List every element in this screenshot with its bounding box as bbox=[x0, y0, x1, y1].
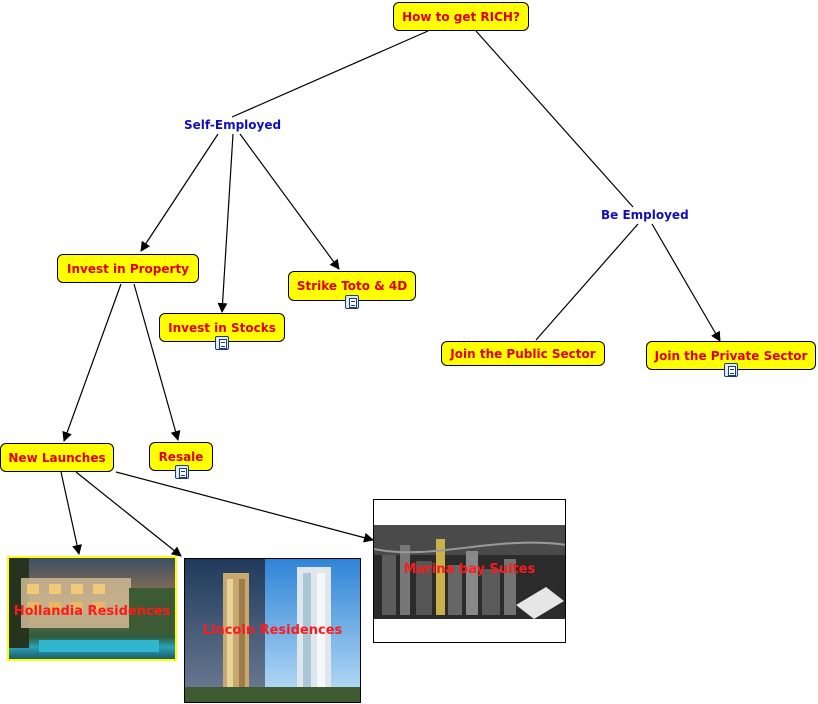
link-root-be-employed bbox=[475, 30, 634, 208]
invest-stocks-label: Invest in Stocks bbox=[168, 320, 276, 335]
link-new-launches-marina bbox=[115, 471, 374, 543]
link-be-private bbox=[651, 223, 721, 342]
link-new-launches-lincoln bbox=[75, 471, 182, 557]
private-sector-label: Join the Private Sector bbox=[654, 348, 808, 363]
link-self-toto bbox=[239, 133, 340, 270]
private-sector-node[interactable]: Join the Private Sector bbox=[646, 341, 816, 370]
strike-toto-document-icon[interactable] bbox=[345, 295, 359, 309]
hollandia-caption: Hollandia Residences bbox=[13, 604, 171, 619]
link-property-new-launches bbox=[62, 283, 122, 442]
root-node-label: How to get RICH? bbox=[402, 9, 520, 24]
invest-property-label: Invest in Property bbox=[66, 261, 190, 276]
private-sector-document-icon[interactable] bbox=[724, 363, 738, 377]
invest-property-node[interactable]: Invest in Property bbox=[57, 254, 199, 283]
resale-label: Resale bbox=[158, 449, 204, 464]
invest-stocks-document-icon[interactable] bbox=[215, 336, 229, 350]
resale-document-icon[interactable] bbox=[175, 465, 189, 479]
public-sector-node[interactable]: Join the Public Sector bbox=[441, 341, 605, 366]
lincoln-residences-image[interactable]: Lincoln Residences bbox=[184, 558, 361, 703]
marina-caption: Marina bay Suites bbox=[403, 562, 536, 577]
root-node[interactable]: How to get RICH? bbox=[393, 2, 529, 31]
link-be-public bbox=[535, 223, 639, 341]
link-root-self-employed bbox=[231, 30, 429, 118]
link-self-property bbox=[140, 133, 219, 252]
self-employed-label[interactable]: Self-Employed bbox=[184, 118, 282, 132]
lincoln-towers-graphic bbox=[185, 559, 360, 702]
resale-node[interactable]: Resale bbox=[149, 442, 213, 471]
new-launches-label: New Launches bbox=[8, 450, 106, 465]
lincoln-caption: Lincoln Residences bbox=[202, 623, 343, 638]
link-new-launches-hollandia bbox=[60, 471, 82, 555]
hollandia-buildings-graphic bbox=[9, 558, 175, 652]
link-property-resale bbox=[133, 283, 181, 441]
be-employed-label[interactable]: Be Employed bbox=[601, 208, 689, 222]
hollandia-residences-image[interactable]: Hollandia Residences bbox=[7, 556, 177, 661]
marina-cityscape-graphic bbox=[374, 525, 565, 619]
strike-toto-label: Strike Toto & 4D bbox=[296, 279, 408, 293]
marina-bay-suites-image[interactable]: Marina bay Suites bbox=[373, 499, 566, 643]
new-launches-node[interactable]: New Launches bbox=[0, 443, 114, 472]
link-self-stocks bbox=[217, 133, 234, 313]
public-sector-label: Join the Public Sector bbox=[450, 346, 596, 361]
